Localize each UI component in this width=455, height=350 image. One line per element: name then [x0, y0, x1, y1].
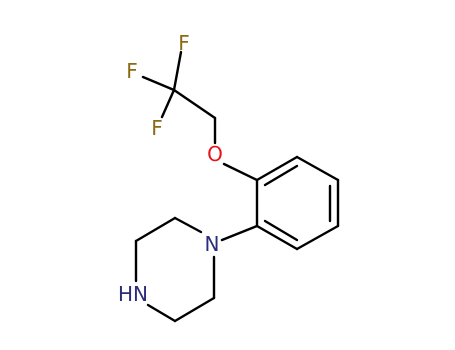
- piperazine-n-aryl-atom: N: [205, 232, 220, 256]
- bond-cf3-f1: [172, 50, 183, 92]
- fluorine-atom-1: F: [178, 31, 190, 55]
- ring-double-bond-1: [263, 164, 299, 187]
- pip-bond-2: [134, 216, 177, 243]
- trifluoromethyl-group: [141, 50, 217, 120]
- ring-bond-4: [295, 224, 340, 251]
- oxygen-atom: O: [207, 142, 223, 166]
- benzene-ring: [255, 155, 340, 251]
- ring-bond-5: [255, 224, 299, 251]
- pip-bond-5: [173, 296, 216, 323]
- piperazine-ring: [134, 216, 216, 323]
- fluorine-atom-2: F: [126, 59, 138, 83]
- fluorine-atom-3: F: [151, 116, 163, 140]
- bond-cf3-f3: [160, 88, 176, 119]
- bond-cf3-ch2: [172, 88, 217, 120]
- pip-bond-1: [173, 216, 203, 234]
- pip-bond-4: [146, 303, 177, 323]
- ring-double-bond-3: [263, 219, 299, 242]
- ring-bond-2: [295, 155, 340, 182]
- bond-o-ring: [222, 162, 259, 182]
- bond-cf3-f2: [141, 75, 176, 92]
- piperazine-nh-atom: HN: [118, 282, 148, 306]
- bond-ring-n: [220, 224, 259, 242]
- ring-bond-1: [255, 155, 299, 182]
